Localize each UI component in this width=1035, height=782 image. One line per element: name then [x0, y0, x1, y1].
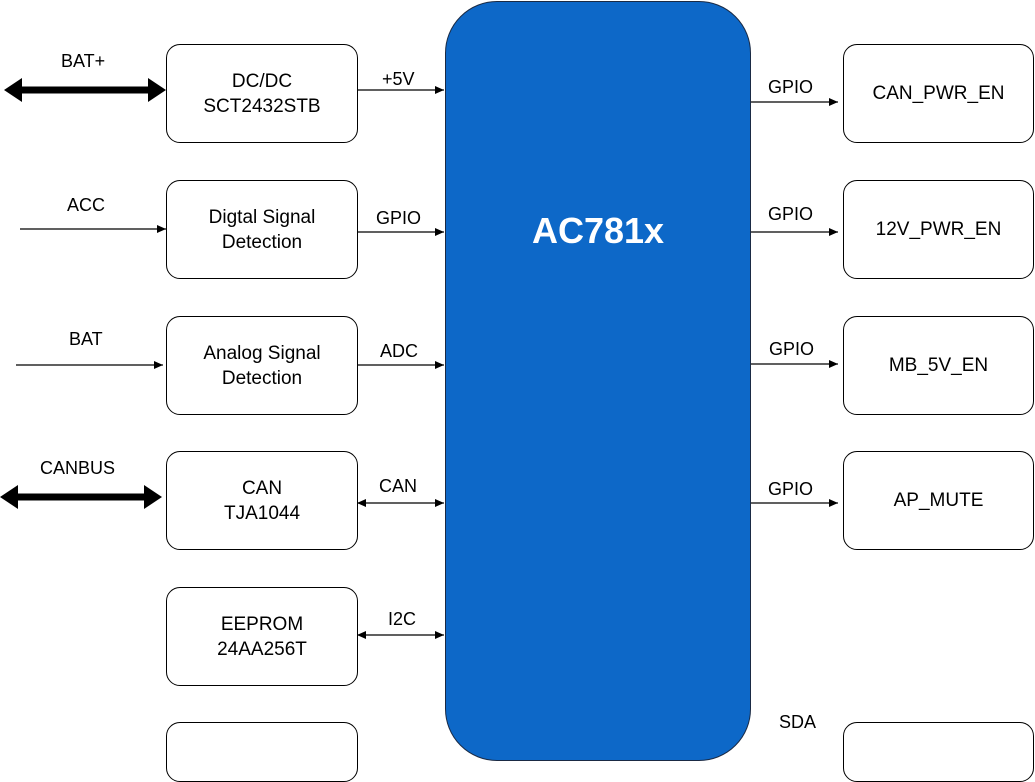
partial-module-bottom-left — [166, 722, 358, 782]
mb-5v-en-module: MB_5V_EN — [843, 316, 1034, 415]
bat-plus-double-arrow — [4, 78, 166, 102]
module-name: CAN — [241, 477, 283, 499]
bat-plus-label: BAT+ — [61, 51, 106, 71]
dcdc-module: DC/DC SCT2432STB — [166, 44, 358, 143]
sda-label: SDA — [779, 712, 817, 732]
mcu-block: AC781x — [445, 1, 751, 761]
module-name: MB_5V_EN — [888, 355, 989, 376]
ap-mute-module: AP_MUTE — [843, 451, 1034, 550]
module-name: EEPROM — [220, 613, 304, 635]
module-part: SCT2432STB — [203, 95, 321, 117]
analog-signal-detection-module: Analog Signal Detection — [166, 316, 358, 415]
module-name: DC/DC — [231, 70, 293, 92]
12v-pwr-en-module: 12V_PWR_EN — [843, 180, 1034, 279]
bus-label-gpio: GPIO — [376, 208, 422, 228]
mcu-title: AC781x — [531, 210, 665, 251]
module-name: Digtal Signal — [208, 206, 316, 228]
connection-lines — [0, 78, 838, 639]
module-name: 12V_PWR_EN — [875, 219, 1002, 240]
bat-label: BAT — [69, 329, 103, 349]
bus-label-gpio-mb-5v: GPIO — [769, 339, 815, 359]
module-part: TJA1044 — [223, 502, 301, 524]
can-pwr-en-module: CAN_PWR_EN — [843, 44, 1034, 143]
canbus-label: CANBUS — [40, 458, 116, 478]
eeprom-module: EEPROM 24AA256T — [166, 587, 358, 686]
module-part: 24AA256T — [217, 638, 307, 660]
bus-label-gpio-12v-pwr: GPIO — [768, 204, 814, 224]
module-name: CAN_PWR_EN — [872, 83, 1005, 104]
acc-label: ACC — [67, 195, 106, 215]
bus-label-i2c: I2C — [388, 609, 417, 629]
can-transceiver-module: CAN TJA1044 — [166, 451, 358, 550]
module-part: Detection — [221, 231, 303, 253]
module-name: AP_MUTE — [893, 490, 984, 511]
canbus-double-arrow — [0, 485, 162, 509]
bus-label-gpio-ap-mute: GPIO — [768, 479, 814, 499]
bus-label-5v: +5V — [382, 69, 415, 89]
partial-module-bottom-right — [843, 722, 1034, 782]
module-name: Analog Signal — [203, 342, 321, 364]
bus-label-gpio-can-pwr: GPIO — [768, 77, 814, 97]
module-part: Detection — [221, 367, 303, 389]
digital-signal-detection-module: Digtal Signal Detection — [166, 180, 358, 279]
bus-label-can: CAN — [379, 476, 418, 496]
bus-label-adc: ADC — [380, 341, 419, 361]
